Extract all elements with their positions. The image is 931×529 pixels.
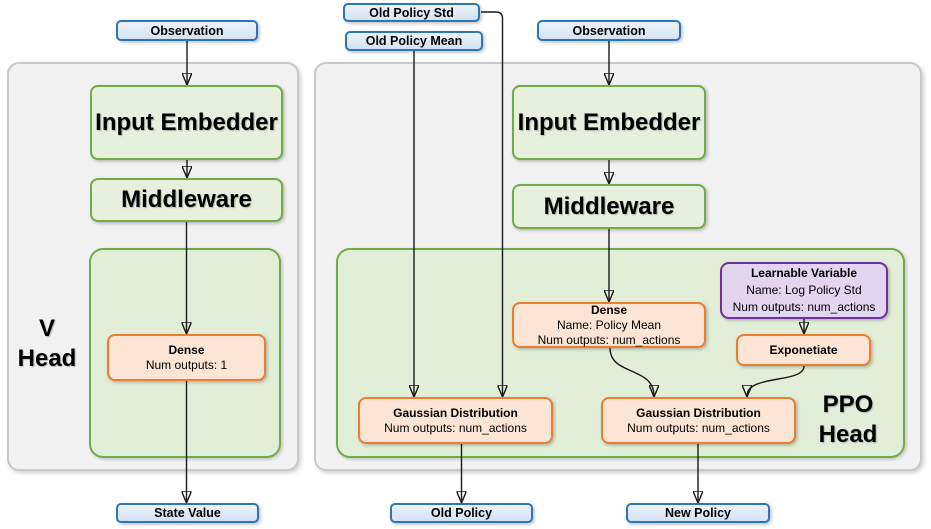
v-head-title-line2: Head <box>17 345 77 372</box>
dense-outputs-ppo: Num outputs: num_actions <box>537 332 681 347</box>
exponetiate-label: Exponetiate <box>769 342 838 357</box>
learnable-variable-name: Name: Log Policy Std <box>746 283 862 297</box>
observation-node-ppo: Observation <box>537 20 681 41</box>
observation-node-v: Observation <box>116 20 258 41</box>
gaussian-old-title: Gaussian Distribution <box>393 405 518 420</box>
new-policy-label: New Policy <box>665 506 731 520</box>
observation-label-v: Observation <box>150 23 224 38</box>
input-embedder-node-ppo: Input Embedder <box>512 85 706 160</box>
dense-outputs-v: Num outputs: 1 <box>145 357 228 372</box>
old-policy-label: Old Policy <box>430 506 493 520</box>
middleware-label-ppo: Middleware <box>543 192 675 220</box>
middleware-label-v: Middleware <box>121 186 252 213</box>
old-policy-mean-label: Old Policy Mean <box>365 34 463 48</box>
old-policy-node: Old Policy <box>390 503 533 523</box>
v-head-title: V Head <box>10 314 84 374</box>
state-value-label: State Value <box>154 506 221 520</box>
v-head-title-line1: V <box>38 315 55 342</box>
gaussian-new-title: Gaussian Distribution <box>636 405 761 420</box>
gaussian-distribution-new-node: Gaussian Distribution Num outputs: num_a… <box>601 397 796 444</box>
middleware-node-v: Middleware <box>90 178 283 222</box>
gaussian-new-outputs: Num outputs: num_actions <box>627 420 770 435</box>
dense-node-ppo: Dense Name: Policy Mean Num outputs: num… <box>512 302 706 348</box>
dense-title-v: Dense <box>168 342 205 357</box>
ppo-head-title-line2: Head <box>818 421 878 448</box>
dense-title-ppo: Dense <box>590 302 628 317</box>
dense-name-ppo: Name: Policy Mean <box>556 317 662 332</box>
learnable-variable-title: Learnable Variable <box>750 266 858 280</box>
ppo-head-title-line1: PPO <box>822 391 874 418</box>
old-policy-std-label: Old Policy Std <box>369 5 454 20</box>
input-embedder-label-ppo: Input Embedder <box>517 108 701 136</box>
state-value-node: State Value <box>116 503 259 523</box>
learnable-variable-outputs: Num outputs: num_actions <box>732 300 876 314</box>
dense-node-v: Dense Num outputs: 1 <box>107 334 266 381</box>
exponetiate-node: Exponetiate <box>736 334 871 366</box>
input-embedder-node-v: Input Embedder <box>90 85 283 160</box>
observation-label-ppo: Observation <box>572 23 646 38</box>
ppo-head-title: PPO Head <box>806 390 890 450</box>
old-policy-std-node: Old Policy Std <box>343 3 480 22</box>
new-policy-node: New Policy <box>626 503 770 523</box>
middleware-node-ppo: Middleware <box>512 184 706 229</box>
input-embedder-label-v: Input Embedder <box>95 108 278 136</box>
gaussian-distribution-old-node: Gaussian Distribution Num outputs: num_a… <box>358 397 553 444</box>
learnable-variable-node: Learnable Variable Name: Log Policy Std … <box>720 262 888 319</box>
gaussian-old-outputs: Num outputs: num_actions <box>384 420 527 435</box>
old-policy-mean-node: Old Policy Mean <box>345 31 483 51</box>
